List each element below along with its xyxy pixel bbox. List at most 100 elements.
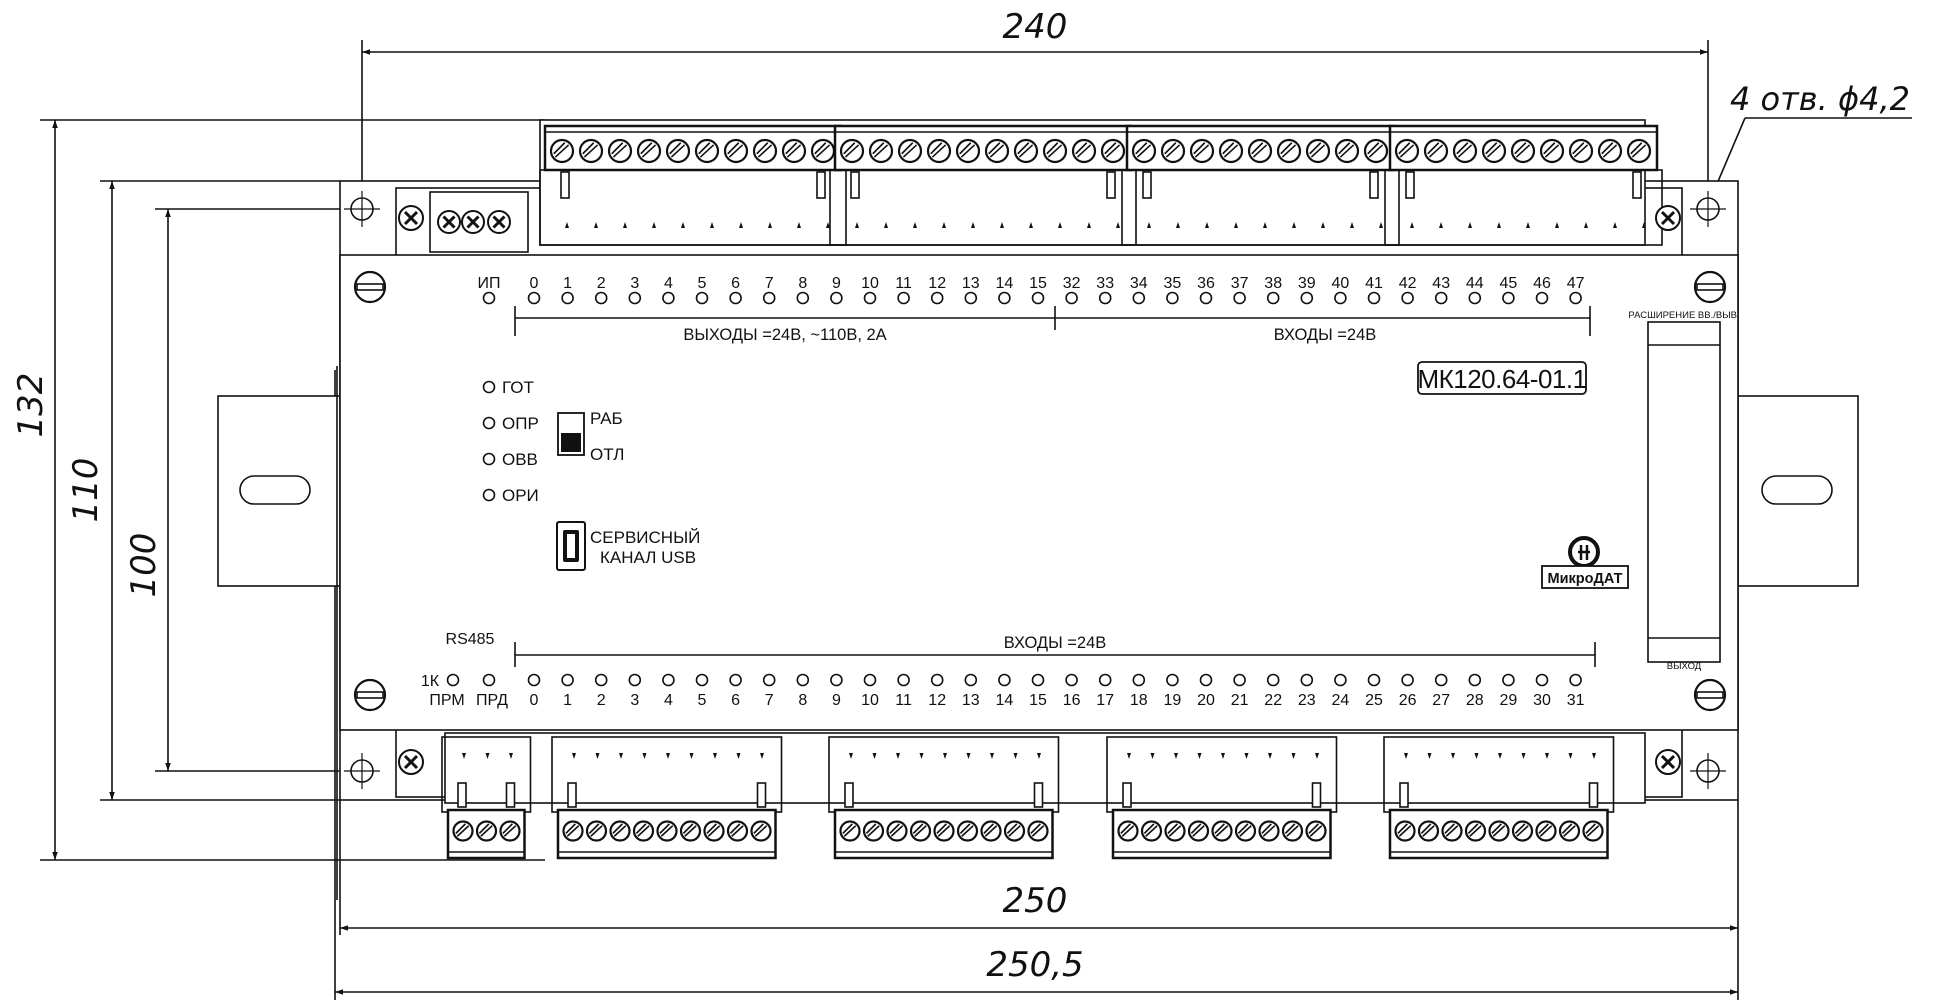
bottom-terminal-screw-5-4-slot-b — [1467, 823, 1479, 834]
top-socket-pin-2-4 — [942, 222, 946, 228]
bottom-led-20 — [1199, 673, 1213, 687]
bottom-socket-latch-r-5 — [1588, 782, 1599, 808]
bottom-number-4: 4 — [664, 692, 673, 709]
top-socket-latch-l-4 — [1405, 171, 1415, 199]
top-led-3 — [628, 291, 642, 305]
top-led-16 — [1065, 291, 1078, 305]
device-body — [339, 119, 1739, 804]
top-terminal-screw-4-1-slot-b — [1398, 142, 1411, 155]
bottom-socket-pin-4-2 — [1150, 753, 1155, 759]
bottom-socket-pin-2-4 — [642, 753, 647, 759]
top-number-9: 9 — [832, 275, 841, 292]
top-number-15: 15 — [1029, 275, 1047, 292]
bottom-socket-pin-3-6 — [966, 753, 971, 759]
bottom-socket-pin-2-1 — [572, 753, 576, 759]
status-led-label-got: ГОТ — [502, 378, 534, 397]
top-number-21: 37 — [1231, 275, 1249, 292]
bottom-terminal-screw-4-6-slot-a — [1239, 825, 1252, 837]
top-number-6: 6 — [731, 275, 740, 292]
top-socket-pin-1-6 — [710, 222, 714, 228]
top-socket-pin-4-9 — [1642, 222, 1646, 228]
fixing-screw-bottom-right-cross — [1660, 754, 1676, 770]
top-terminal-screw-1-5-slot-a — [670, 144, 686, 158]
mount-hole-bottom-left-cross — [344, 753, 380, 789]
status-led-label-opr: ОПР — [502, 414, 539, 433]
top-socket-pin-4-8 — [1613, 222, 1617, 228]
bottom-number-25: 25 — [1365, 692, 1383, 709]
bottom-terminal-screw-2-9-slot-b — [753, 823, 764, 834]
top-terminal-screw-2-9-slot-b — [1075, 142, 1088, 155]
usb-port[interactable] — [556, 521, 586, 571]
top-led-18 — [1132, 291, 1146, 305]
bottom-number-14: 14 — [996, 692, 1014, 709]
top-socket-pin-1-10 — [826, 222, 830, 228]
bottom-led-26 — [1401, 673, 1414, 687]
bottom-led-29 — [1502, 673, 1515, 687]
bottom-terminal-screw-2-9-slot-a — [754, 825, 768, 837]
top-number-0: 0 — [530, 275, 539, 292]
rail-clamp-screw-bottom-right-slot — [1696, 691, 1724, 699]
top-terminal-screw-2-6-slot-b — [988, 142, 1001, 155]
bottom-terminal-screw-5-6-slot-a — [1516, 825, 1529, 837]
top-group-outputs-label: ВЫХОДЫ =24В, ~110В, 2А — [683, 326, 886, 344]
bottom-terminal-screw-5-1-slot-b — [1397, 823, 1408, 834]
bottom-socket-pin-5-3 — [1451, 753, 1455, 759]
top-terminal-screw-2-8-slot-b — [1046, 142, 1059, 155]
mode-switch[interactable] — [557, 412, 585, 456]
top-socket-pin-2-2 — [884, 222, 888, 228]
bottom-terminal-screw-3-4-slot-b — [912, 823, 924, 834]
usb-label-line2: КАНАЛ USB — [600, 548, 696, 567]
bottom-terminal-screw-3-8-slot-b — [1006, 823, 1018, 834]
top-terminal-screw-3-1-slot-b — [1135, 142, 1148, 155]
top-led-11 — [897, 291, 910, 305]
bottom-terminal-screw-4-8-slot-a — [1286, 825, 1299, 837]
bottom-terminal-screw-3-4-slot-a — [914, 825, 927, 837]
top-led-15 — [1031, 291, 1045, 305]
bottom-number-1: 1 — [563, 692, 572, 709]
top-number-23: 39 — [1298, 275, 1316, 292]
bottom-number-0: 0 — [530, 692, 539, 709]
bottom-terminal-screw-3-6-slot-b — [959, 823, 971, 834]
bottom-terminal-screw-5-3-slot-b — [1444, 823, 1455, 834]
bottom-terminal-screw-5-6-slot-b — [1514, 823, 1526, 834]
bottom-led-2 — [594, 673, 608, 687]
top-terminal-screw-3-4-slot-b — [1222, 142, 1235, 155]
bottom-socket-pin-3-4 — [919, 753, 924, 759]
mount-hole-top-right-cross — [1690, 191, 1726, 227]
top-terminal-screw-1-6-slot-b — [698, 142, 711, 155]
bottom-number-24: 24 — [1332, 692, 1350, 709]
top-led-2 — [594, 291, 608, 305]
top-number-11: 11 — [895, 275, 912, 292]
top-led-13 — [964, 291, 978, 305]
bottom-socket-pin-3-1 — [849, 753, 853, 759]
top-terminal-screw-4-8-slot-a — [1602, 144, 1618, 158]
top-socket-latch-r-4 — [1632, 171, 1642, 199]
bottom-terminal-screw-3-2-slot-b — [865, 823, 877, 834]
bottom-socket-pin-5-4 — [1474, 753, 1479, 759]
bottom-terminal-screw-1-3-slot-a — [503, 825, 517, 837]
bottom-terminal-screw-3-7-slot-b — [983, 823, 994, 834]
fixing-screw-bottom-left-cross — [403, 754, 419, 770]
top-socket-pin-3-9 — [1379, 222, 1383, 228]
bottom-led-16 — [1065, 673, 1078, 687]
top-number-30: 46 — [1533, 275, 1551, 292]
top-led-6 — [729, 291, 742, 305]
top-number-24: 40 — [1332, 275, 1350, 292]
top-socket-pin-3-4 — [1234, 222, 1238, 228]
top-terminal-screw-4-1-slot-a — [1399, 144, 1415, 158]
top-number-8: 8 — [798, 275, 807, 292]
top-terminal-screw-3-5-slot-b — [1251, 142, 1264, 155]
top-led-1 — [561, 291, 574, 305]
bottom-terminal-screw-3-8-slot-a — [1008, 825, 1021, 837]
top-terminal-screw-4-6-slot-a — [1544, 144, 1560, 158]
bottom-terminal-screw-2-5-slot-a — [660, 825, 674, 837]
bottom-terminal-screw-4-2-slot-a — [1145, 825, 1158, 837]
bottom-socket-pin-3-9 — [1037, 753, 1041, 759]
bottom-led-4 — [662, 673, 675, 687]
bottom-number-9: 9 — [832, 692, 841, 709]
status-led-label-ori: ОРИ — [502, 486, 539, 505]
top-number-13: 13 — [962, 275, 980, 292]
top-group-inputs-label: ВХОДЫ =24В — [1274, 326, 1377, 344]
top-terminal-socket-1 — [539, 169, 847, 246]
bottom-socket-pin-2-3 — [619, 753, 623, 759]
